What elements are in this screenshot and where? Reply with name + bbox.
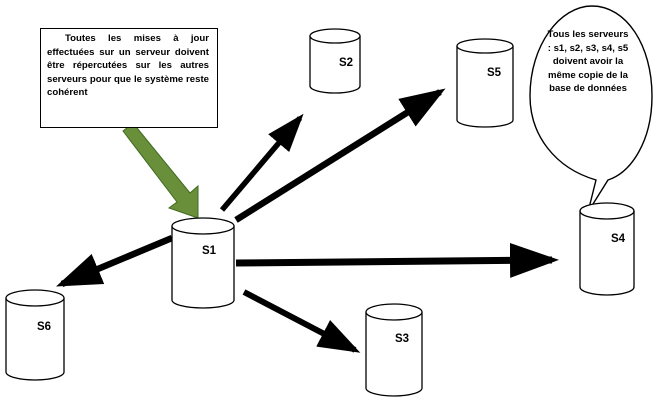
arrow-to-s4 xyxy=(235,242,559,278)
server-s1-label: S1 xyxy=(202,245,217,257)
server-s6: S6 xyxy=(5,289,65,381)
server-s6-label: S6 xyxy=(37,321,51,333)
server-s3-label: S3 xyxy=(395,333,409,345)
arrow-to-s5 xyxy=(234,88,446,223)
replication-arrows xyxy=(56,88,559,353)
server-s5: S5 xyxy=(456,38,514,128)
server-s3: S3 xyxy=(365,303,423,397)
speech-bubble xyxy=(529,5,653,213)
server-s2: S2 xyxy=(309,28,361,94)
server-s2-label: S2 xyxy=(339,57,353,69)
note-pointer-arrow xyxy=(122,122,199,219)
arrow-to-s6 xyxy=(56,235,174,287)
server-s4-label: S4 xyxy=(611,233,626,245)
consistency-note-box: Toutes les mises à jour effectuées sur u… xyxy=(40,28,218,128)
arrow-to-s3 xyxy=(242,289,361,353)
server-s4: S4 xyxy=(579,202,635,296)
bubble-text: Tous les serveurs : s1, s2, s3, s4, s5 d… xyxy=(547,29,629,95)
server-s5-label: S5 xyxy=(487,67,502,79)
consistency-note-text: Toutes les mises à jour effectuées sur u… xyxy=(47,33,209,99)
server-s1: S1 xyxy=(171,217,235,309)
arrow-to-s2 xyxy=(219,113,304,212)
